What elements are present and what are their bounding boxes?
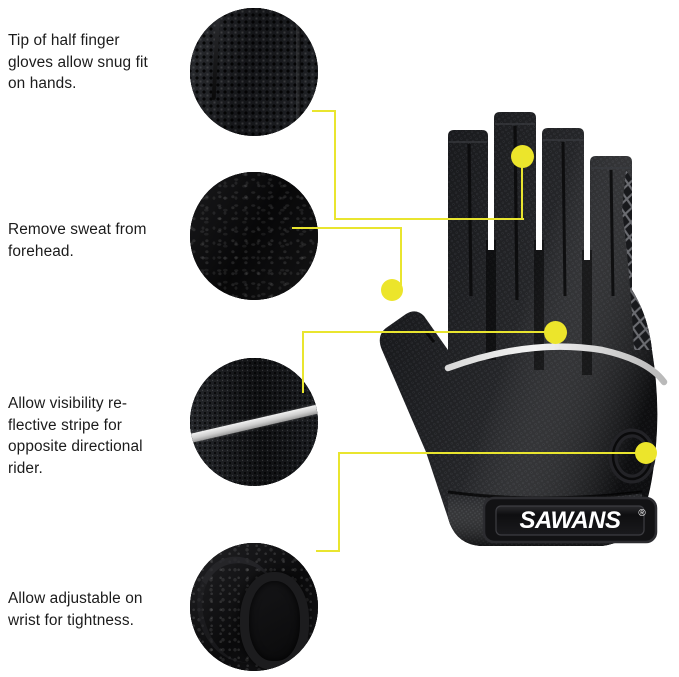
brand-label: SAWANS ®: [482, 496, 658, 544]
connector-sweat-wipe-seg2: [400, 227, 402, 285]
detail-circle-reflective-stripe: [190, 358, 318, 486]
connector-finger-tip-seg4: [521, 157, 523, 219]
callout-dot-reflective-stripe: [544, 321, 567, 344]
texture-terry-cloth: [190, 172, 318, 300]
feature-caption-finger-tip: Tip of half finger gloves allow snug fit…: [8, 32, 148, 92]
connector-finger-tip-seg3: [334, 218, 524, 220]
detail-circle-wrist-strap: [190, 543, 318, 671]
connector-finger-tip-seg2: [334, 110, 336, 220]
texture-mesh-fine: [190, 358, 318, 486]
finger-hems: [449, 123, 631, 169]
velcro-loop-ring: [239, 572, 310, 670]
fabric-edge-highlight: [296, 8, 302, 136]
feature-caption-sweat-wipe: Remove sweat from forehead.: [8, 221, 147, 260]
product-photo-glove: SAWANS ®: [330, 100, 679, 570]
callout-dot-sweat-wipe: [381, 279, 403, 301]
brand-name-text: SAWANS: [519, 507, 621, 534]
detail-circle-finger-tip: [190, 8, 318, 136]
connector-sweat-wipe-seg1: [292, 227, 402, 229]
connector-reflective-seg2: [302, 331, 555, 333]
finger-seams: [467, 125, 615, 301]
connector-finger-tip-seg1: [312, 110, 336, 112]
connector-reflective-seg1: [302, 331, 304, 393]
callout-dot-finger-tip: [511, 145, 534, 168]
connector-wrist-seg1: [316, 550, 340, 552]
feature-caption-reflective-stripe: Allow visibility re- flective stripe for…: [8, 395, 143, 477]
connector-wrist-seg2: [338, 452, 340, 552]
callout-dot-wrist-strap: [635, 442, 657, 464]
thumb-seam: [424, 331, 436, 343]
reflective-stripe: [444, 343, 668, 386]
connector-wrist-seg3: [338, 452, 646, 454]
trademark-symbol-text: ®: [638, 508, 646, 519]
feature-caption-wrist-strap: Allow adjustable on wrist for tightness.: [8, 590, 143, 629]
detail-circle-sweat-wipe: [190, 172, 318, 300]
